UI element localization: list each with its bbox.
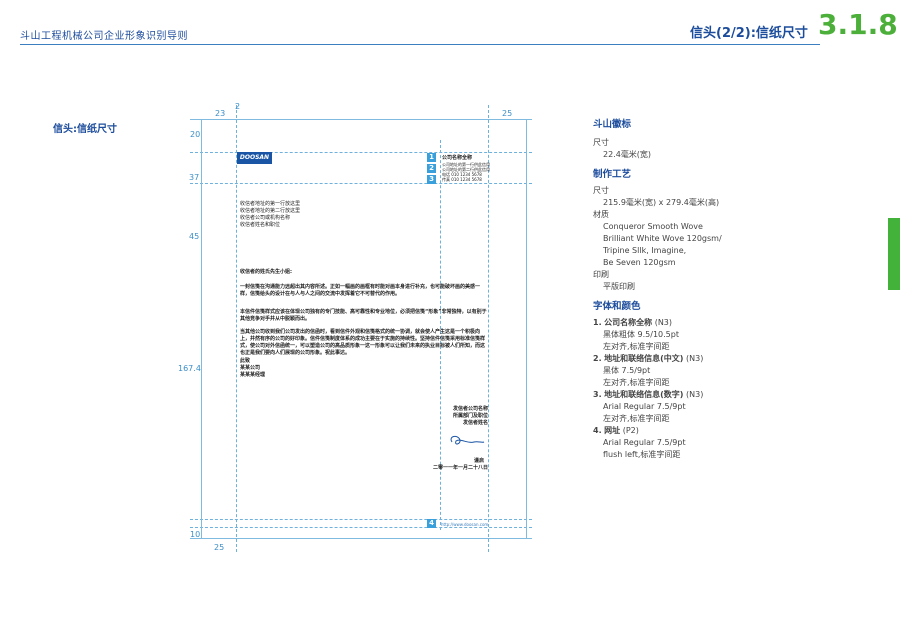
fax: 传真 010 1234 5678 [442,177,482,182]
dim-37: 37 [189,173,200,182]
material-3: Tripine Sllk, Imagine, [603,246,687,255]
marker-2: 2 [427,164,436,173]
spec-item-line: 左对齐,标准字间距 [603,342,670,351]
recipient-line: 收信者姓名和职位 [240,222,281,228]
logo-heading: 斗山徽标 [593,119,632,130]
phone: 电话 010 1234 5678 [442,172,482,177]
font-heading: 字体和颜色 [593,301,641,312]
spec-item-title: 地址和联络信息(中文) [604,354,684,363]
spec-item-line: 黑体 7.5/9pt [603,366,651,375]
spec-item-color: (N3) [686,354,704,363]
closing-line: 某某某经理 [240,372,266,378]
print-label: 印刷 [593,270,609,279]
spec-item-num: 4. [593,426,602,435]
recipient-line: 收信者公司或机构名称 [240,215,291,221]
spec-item-num: 2. [593,354,602,363]
spec-item-line: Arial Regular 7.5/9pt [603,438,686,447]
spec-item-line: flush left,标准字间距 [603,450,681,459]
header-divider [20,44,820,45]
size-label: 尺寸 [593,186,609,195]
dim-45: 45 [189,232,200,241]
guide-footer [190,519,532,520]
date: 二零一一年一月二十八日 [432,465,488,471]
recipient-line: 收信者地址的第二行放这里 [240,208,301,214]
marker-1: 1 [427,153,436,162]
spec-item-color: (P2) [622,426,639,435]
spec-item-line: 黑体粗体 9.5/10.5pt [603,330,679,339]
material-2: Brilliant White Wove 120gsm/ [603,234,722,243]
paper-top-edge [190,119,532,120]
paragraph-1: 一封信笺在沟通能力远超出其内容所述。正如一幅画的画框有时能对画本身进行补充，也可… [240,284,481,297]
spec-item-line: 左对齐,标准字间距 [603,414,670,423]
address-line-1: 公司地址的第一行供此信用 [442,162,490,167]
section-number: 3.1.8 [818,8,898,41]
signature [450,435,485,445]
marker-3: 3 [427,175,436,184]
process-heading: 制作工艺 [593,169,632,180]
spec-item-line: 左对齐,标准字间距 [603,378,670,387]
paper-left-edge [201,119,202,539]
spec-item-color: (N3) [686,390,704,399]
sender-line: 发信者姓名 [462,420,488,426]
guide-37 [190,183,532,184]
paragraph-3: 当其他公司收到我们公司发出的信函时，看到信件外观和信笺格式的统一协调，就会使人产… [240,329,486,356]
spec-item-color: (N3) [654,318,673,327]
company-name: 公司名称全称 [442,155,473,161]
paper-bottom-edge [190,538,532,539]
address-line-2: 公司地址的第二行供此信用 [442,167,490,172]
closing-line: 某某公司 [240,365,261,371]
logo-size: 22.4毫米(宽) [603,150,652,159]
dim-167: 167.4 [178,364,201,373]
guide-right [488,105,489,552]
spec-item-title: 地址和联络信息(数字) [604,390,684,399]
url: http://www.doosan.com [441,522,489,527]
spec-item-4: 4. 网址 (P2) [593,425,883,437]
left-title: 信头:信纸尺寸 [53,124,117,135]
dim-20: 20 [190,130,201,139]
chapter-tab [888,218,900,290]
spec-item-title: 公司名称全称 [604,318,653,327]
spec-item-line: Arial Regular 7.5/9pt [603,402,686,411]
spec-panel: 斗山徽标 尺寸 22.4毫米(宽) 制作工艺 尺寸 215.9毫米(宽) x 2… [593,119,883,461]
sender-block: 发信者公司名称 所属部门及职位 发信者姓名 [420,406,488,427]
dim-25: 25 [214,543,225,552]
guide-bottom [190,527,532,528]
company-block: 公司名称全称 公司地址的第一行供此信用 公司地址的第二行供此信用 电话 010 … [442,155,502,182]
sign-off: 谨启 [474,458,485,464]
print-value: 平版印刷 [603,282,635,291]
material-4: Be Seven 120gsm [603,258,676,267]
recipient-block: 收信者地址的第一行放这里 收信者地址的第二行放这里 收信者公司或机构名称 收信者… [240,201,360,229]
dim-top-marker: 2 [235,102,241,111]
material-label: 材质 [593,210,609,219]
guide-title: 斗山工程机械公司企业形象识别导则 [20,31,188,42]
logo-size-label: 尺寸 [593,138,609,147]
sender-line: 所属部门及职位 [452,413,488,419]
section-title: 信头(2/2):信纸尺寸 [690,26,808,41]
dim-top-left: 23 [215,109,226,118]
doosan-logo: DOOSAN [237,152,272,164]
sender-line: 发信者公司名称 [452,406,488,412]
spec-item-num: 1. [593,318,602,327]
guide-top [190,152,532,153]
material-1: Conqueror Smooth Wove [603,222,703,231]
spec-item-num: 3. [593,390,602,399]
spec-item-2: 2. 地址和联络信息(中文) (N3) [593,353,883,365]
salutation: 收信者的姓氏先生小姐: [240,269,293,275]
dim-10: 10 [190,530,201,539]
size-value: 215.9毫米(宽) x 279.4毫米(高) [603,198,720,207]
spec-item-title: 网址 [604,426,621,435]
paragraph-2: 本信件信笺样式应该在体现公司独有的专门技能、高可靠性和专业地位，必须把信笺“形象… [240,309,487,322]
dim-top-right: 25 [502,109,513,118]
closing-block: 此致 某某公司 某某某经理 [240,358,265,379]
spec-item-1: 1. 公司名称全称 (N3) [593,317,883,329]
recipient-line: 收信者地址的第一行放这里 [240,201,301,207]
guide-left [236,105,237,552]
closing-line: 此致 [240,358,251,364]
spec-item-3: 3. 地址和联络信息(数字) (N3) [593,389,883,401]
guide-column [440,140,441,530]
marker-4: 4 [427,519,436,528]
paper-right-edge [526,119,527,539]
